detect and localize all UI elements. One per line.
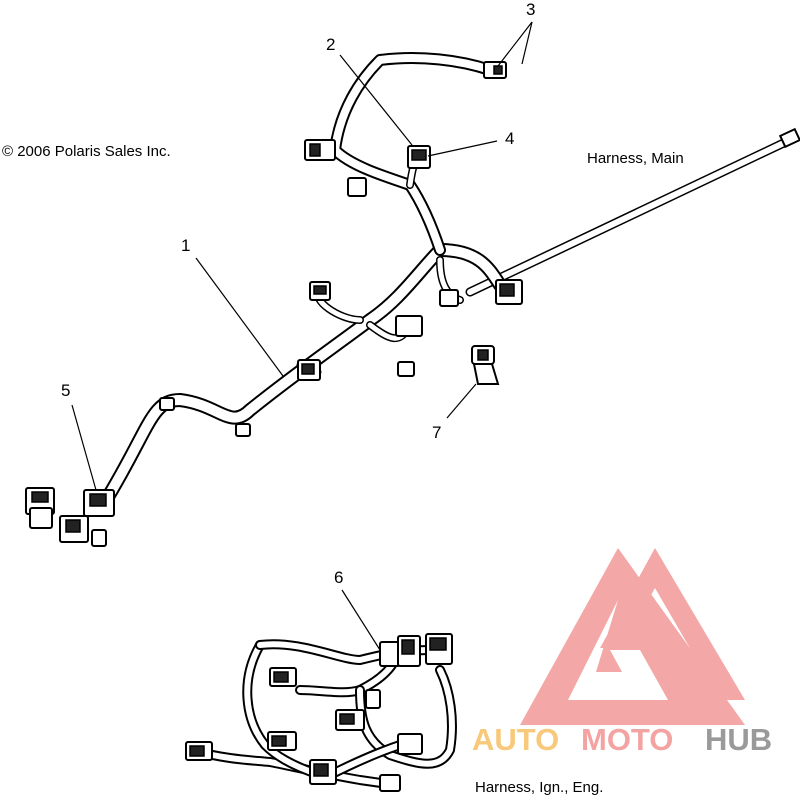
leader-4	[427, 140, 498, 157]
leader-1	[195, 257, 284, 377]
callout-7: 7	[432, 423, 441, 442]
leader-7	[446, 383, 477, 419]
leader-3b	[521, 21, 533, 65]
callout-2: 2	[326, 35, 335, 54]
watermark-triangle-inner-icon	[600, 548, 745, 700]
watermark-logo	[520, 548, 745, 725]
caption-harness-main: Harness, Main	[587, 150, 684, 167]
leader-3a	[497, 21, 533, 67]
watermark-triangle-icon	[520, 548, 745, 725]
main-harness-drawing	[25, 52, 800, 547]
watermark-text-auto: AUTO	[472, 722, 559, 757]
callout-6: 6	[334, 568, 343, 587]
ign-eng-harness-drawing	[185, 633, 457, 792]
callout-3: 3	[526, 0, 535, 19]
leader-6	[341, 589, 381, 651]
callout-4: 4	[505, 129, 514, 148]
caption-harness-ign-eng: Harness, Ign., Eng.	[475, 779, 603, 796]
watermark-text-moto: MOTO	[581, 722, 673, 757]
leader-2	[339, 54, 413, 146]
part-7-connector-drawing	[471, 345, 500, 385]
callout-1: 1	[181, 236, 190, 255]
leader-5	[71, 404, 97, 491]
callout-5: 5	[61, 381, 70, 400]
leader-lines	[71, 21, 533, 651]
watermark-text-hub: HUB	[705, 722, 772, 757]
copyright-text: © 2006 Polaris Sales Inc.	[2, 143, 171, 160]
